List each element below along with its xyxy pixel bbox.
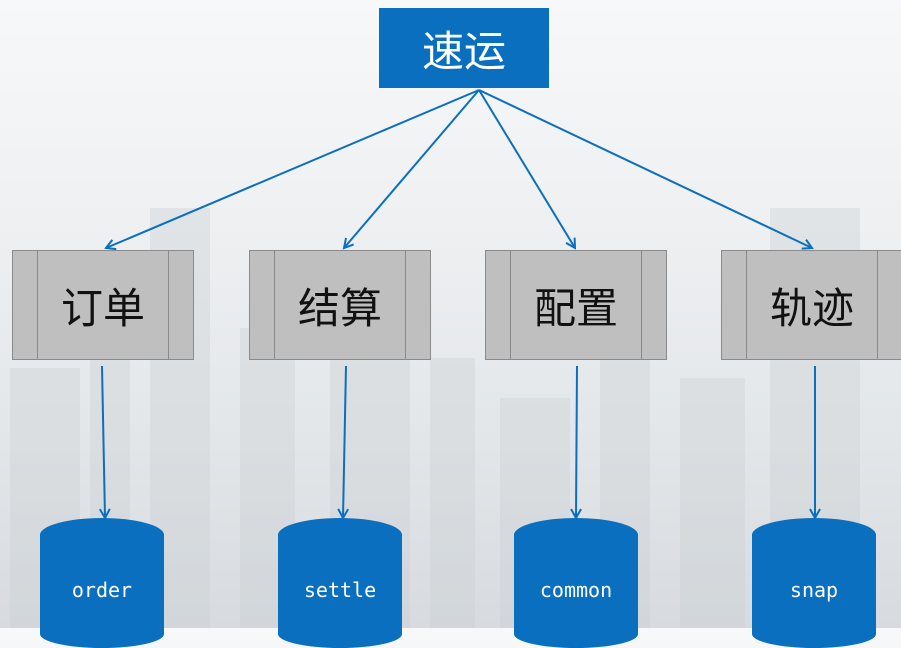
- database-cylinder-top: [752, 518, 876, 552]
- module-node-label: 订单: [60, 283, 145, 333]
- module-node-label: 配置: [533, 283, 618, 333]
- database-snap: snap: [752, 518, 876, 648]
- arrow-settle-to-db: [343, 365, 346, 518]
- database-cylinder-top: [40, 518, 164, 552]
- arrow-config-to-db: [576, 365, 577, 518]
- arrow-order-to-db: [102, 365, 105, 518]
- database-label: snap: [789, 578, 839, 602]
- database-settle: settle: [278, 518, 402, 648]
- module-node-label: 结算: [297, 283, 382, 333]
- arrow-root-to-settle-module: [344, 89, 480, 248]
- database-label: common: [539, 578, 613, 602]
- database-common: common: [514, 518, 638, 648]
- database-cylinder-top: [278, 518, 402, 552]
- database-label: order: [71, 578, 133, 602]
- arrow-root-to-track-module: [478, 89, 812, 248]
- root-node: 速运: [379, 8, 549, 88]
- arrow-root-to-config-module: [478, 89, 575, 248]
- module-node-label: 轨迹: [769, 283, 854, 333]
- connector-lines: [0, 89, 901, 628]
- database-cylinder-top: [514, 518, 638, 552]
- module-node-config: 配置: [485, 250, 667, 360]
- module-node-settle: 结算: [249, 250, 431, 360]
- database-order: order: [40, 518, 164, 648]
- root-node-label: 速运: [421, 26, 506, 76]
- module-node-order: 订单: [12, 250, 194, 360]
- module-node-track: 轨迹: [721, 250, 901, 360]
- arrow-root-to-order-module: [106, 89, 480, 248]
- database-label: settle: [303, 578, 377, 602]
